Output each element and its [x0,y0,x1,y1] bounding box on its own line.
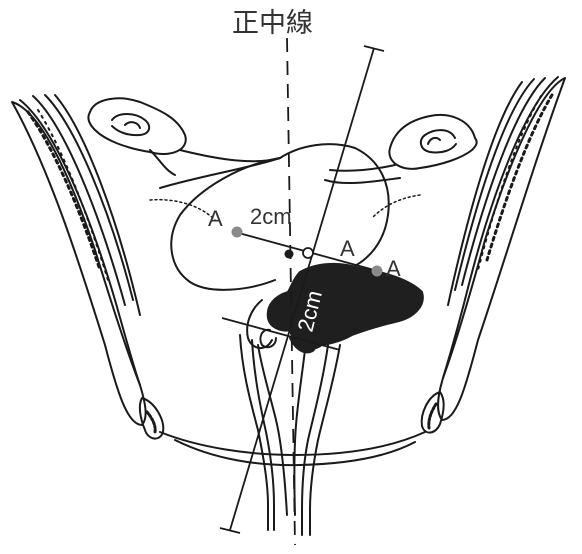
horizontal-dimension-label: 2cm [250,204,292,229]
point-a-center [303,248,313,258]
left-pelvic-wall [12,95,163,439]
right-ovary [389,115,476,169]
point-a-center-black [285,250,294,259]
point-a-right [372,266,382,276]
point-a-right-label: A [386,256,401,281]
point-a-center-label: A [340,236,355,261]
vaginal-canal [240,335,340,535]
left-ovary [88,98,185,175]
midline-label: 正中線 [232,8,313,38]
point-a-left-label: A [208,206,223,231]
point-a-left [232,227,242,237]
